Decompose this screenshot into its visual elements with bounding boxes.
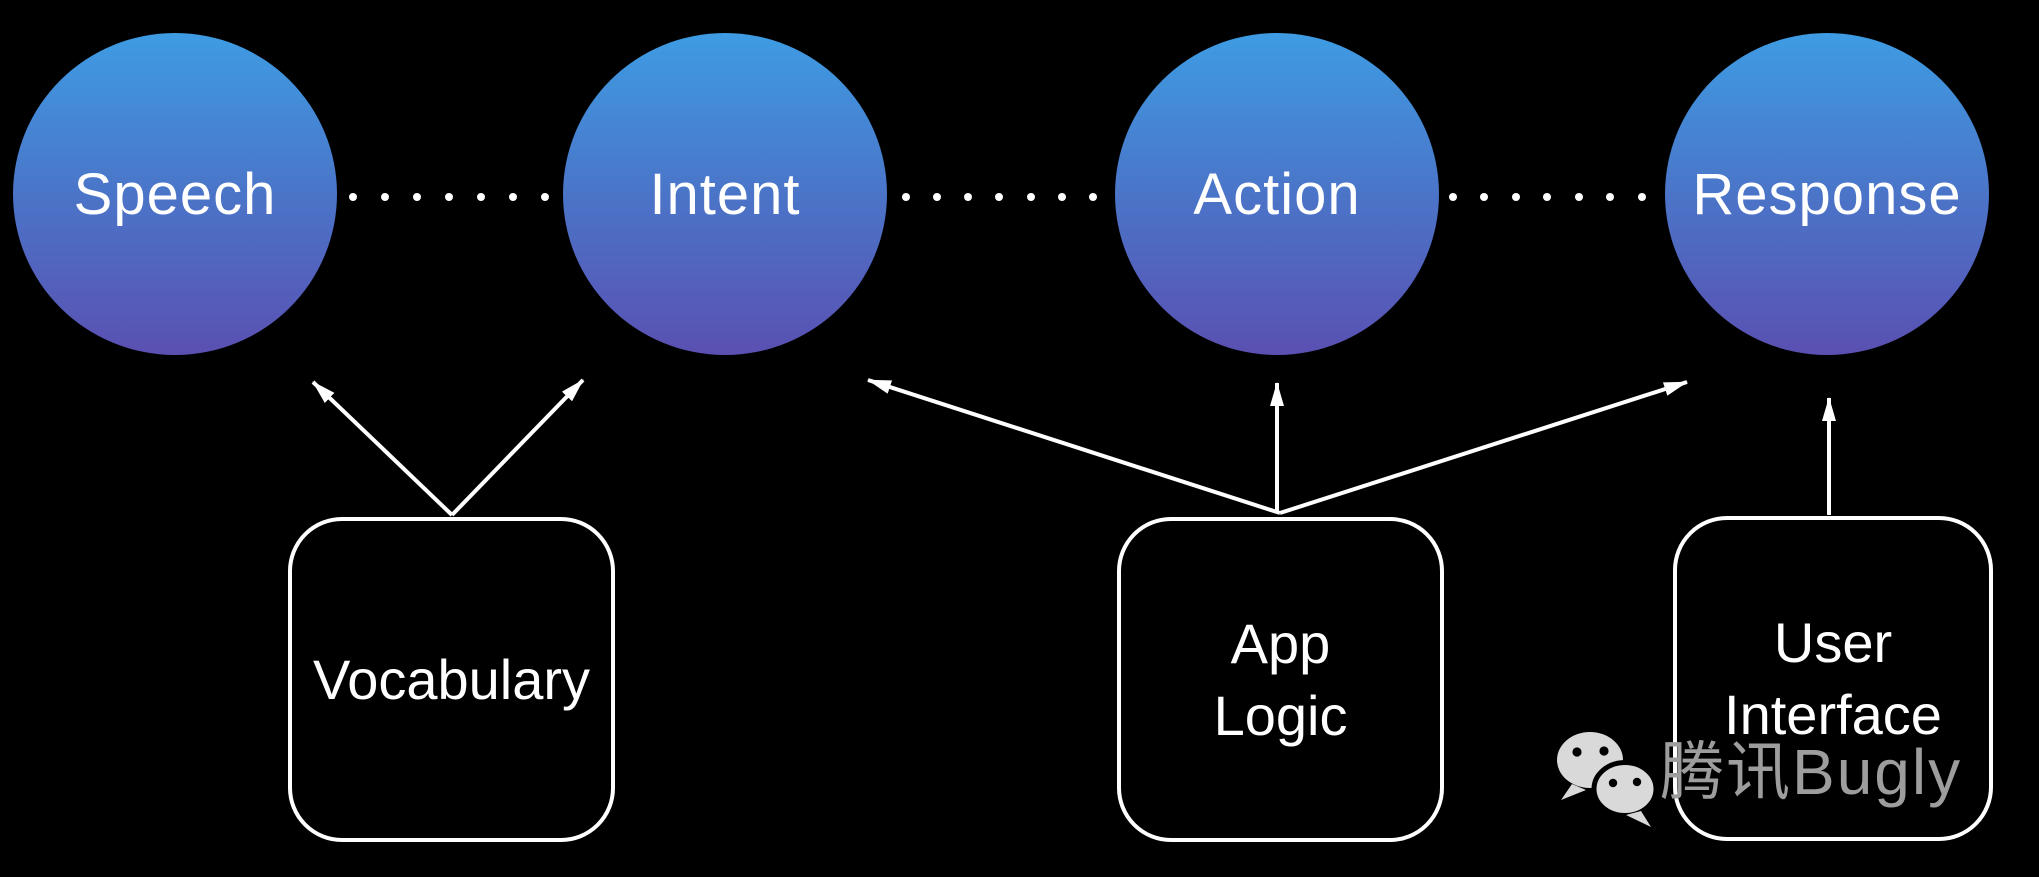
dotted-connector-intent-action [902,193,1097,201]
node-response: Response [1665,33,1989,355]
box-app-logic-label-line1: App [1230,611,1331,675]
node-speech: Speech [13,33,337,355]
watermark-latin-text: Bugly [1792,736,1963,808]
wechat-small-bubble [1591,760,1659,827]
node-action: Action [1115,33,1439,355]
watermark: 腾讯Bugly [1660,740,1962,804]
watermark-cjk-text: 腾讯 [1660,736,1792,808]
box-vocabulary: Vocabulary [288,517,615,842]
arrow-vocabulary-to-intent [450,378,585,517]
dotted-connector-action-response [1449,193,1646,201]
box-app-logic-label-line2: Logic [1213,683,1348,747]
dotted-connector-speech-intent [349,193,549,201]
node-response-label: Response [1692,161,1962,227]
wechat-icon [1557,732,1659,827]
box-user-interface-label-line1: User [1773,610,1893,674]
box-vocabulary-label: Vocabulary [312,647,591,711]
arrow-app-logic-to-response [1279,380,1688,515]
arrow-vocabulary-to-speech [311,380,454,517]
node-intent-label: Intent [649,161,801,227]
node-intent: Intent [563,33,887,355]
node-action-label: Action [1193,161,1361,227]
node-speech-label: Speech [73,161,277,227]
box-user-interface-label-line2: Interface [1724,682,1942,746]
box-user-interface: User Interface [1673,516,1993,841]
arrow-app-logic-to-intent [867,378,1281,515]
box-app-logic: App Logic [1117,517,1444,842]
